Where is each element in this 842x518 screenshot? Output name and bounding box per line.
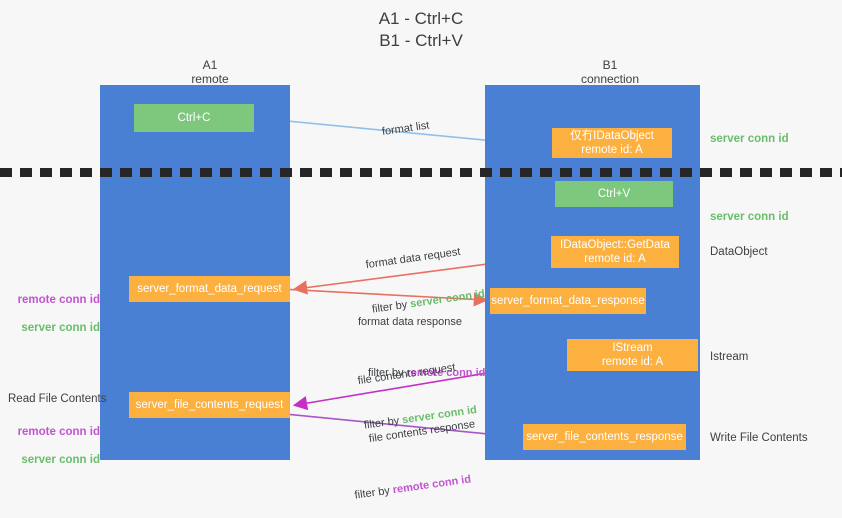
box-ctrl-v[interactable]: Ctrl+V xyxy=(555,181,673,207)
box-server-file-contents-response[interactable]: server_file_contents_response xyxy=(523,424,686,450)
column-header-a1: A1 remote xyxy=(191,58,229,86)
label-remote-conn-id: remote conn id xyxy=(17,294,100,306)
box-server-format-data-request[interactable]: server_format_data_request xyxy=(129,276,290,302)
label-server-conn-id: server conn id xyxy=(21,322,100,334)
dashed-divider xyxy=(0,168,842,177)
arrow-label-filter: filter by remote conn id xyxy=(353,473,472,502)
label-write-file-contents: Write File Contents xyxy=(710,432,808,444)
box-server-file-contents-request[interactable]: server_file_contents_request xyxy=(129,392,290,418)
box-istream[interactable]: IStream remote id: A xyxy=(567,339,698,371)
arrow-label-title: format data response xyxy=(358,316,462,328)
page-title: A1 - Ctrl+C B1 - Ctrl+V xyxy=(378,9,464,50)
arrow-label-title: file contents response xyxy=(368,418,476,446)
box-ctrl-c[interactable]: Ctrl+C xyxy=(134,104,254,132)
label-conn-ids-lower: remote conn id server conn id xyxy=(8,411,100,467)
label-dataobject: DataObject xyxy=(710,246,768,258)
label-server-conn-id-second: server conn id xyxy=(710,211,789,223)
arrow-label-filter: filter by remote conn id xyxy=(368,367,486,379)
box-idataobject-getdata[interactable]: IDataObject::GetData remote id: A xyxy=(551,236,679,268)
arrow-label-title: file contents request xyxy=(357,361,457,388)
arrow-label-format-data-response: format data response filter by remote co… xyxy=(358,285,485,396)
label-server-conn-id: server conn id xyxy=(21,454,100,466)
column-header-b1: B1 connection xyxy=(580,58,640,86)
label-istream: Istream xyxy=(710,351,749,363)
label-read-file-contents: Read File Contents xyxy=(8,393,107,405)
arrow-label-file-contents-response: file contents response filter by remote … xyxy=(342,388,486,518)
box-server-format-data-response[interactable]: server_format_data_response xyxy=(490,288,646,314)
arrow-label-title: format data request xyxy=(365,245,462,272)
label-server-conn-id-top: server conn id xyxy=(710,133,789,145)
label-conn-ids-upper: remote conn id server conn id xyxy=(8,279,100,335)
filter-value: remote conn id xyxy=(406,367,486,379)
label-remote-conn-id: remote conn id xyxy=(17,426,100,438)
box-idataobject[interactable]: 仅冇IDataObject remote id: A xyxy=(552,128,672,158)
